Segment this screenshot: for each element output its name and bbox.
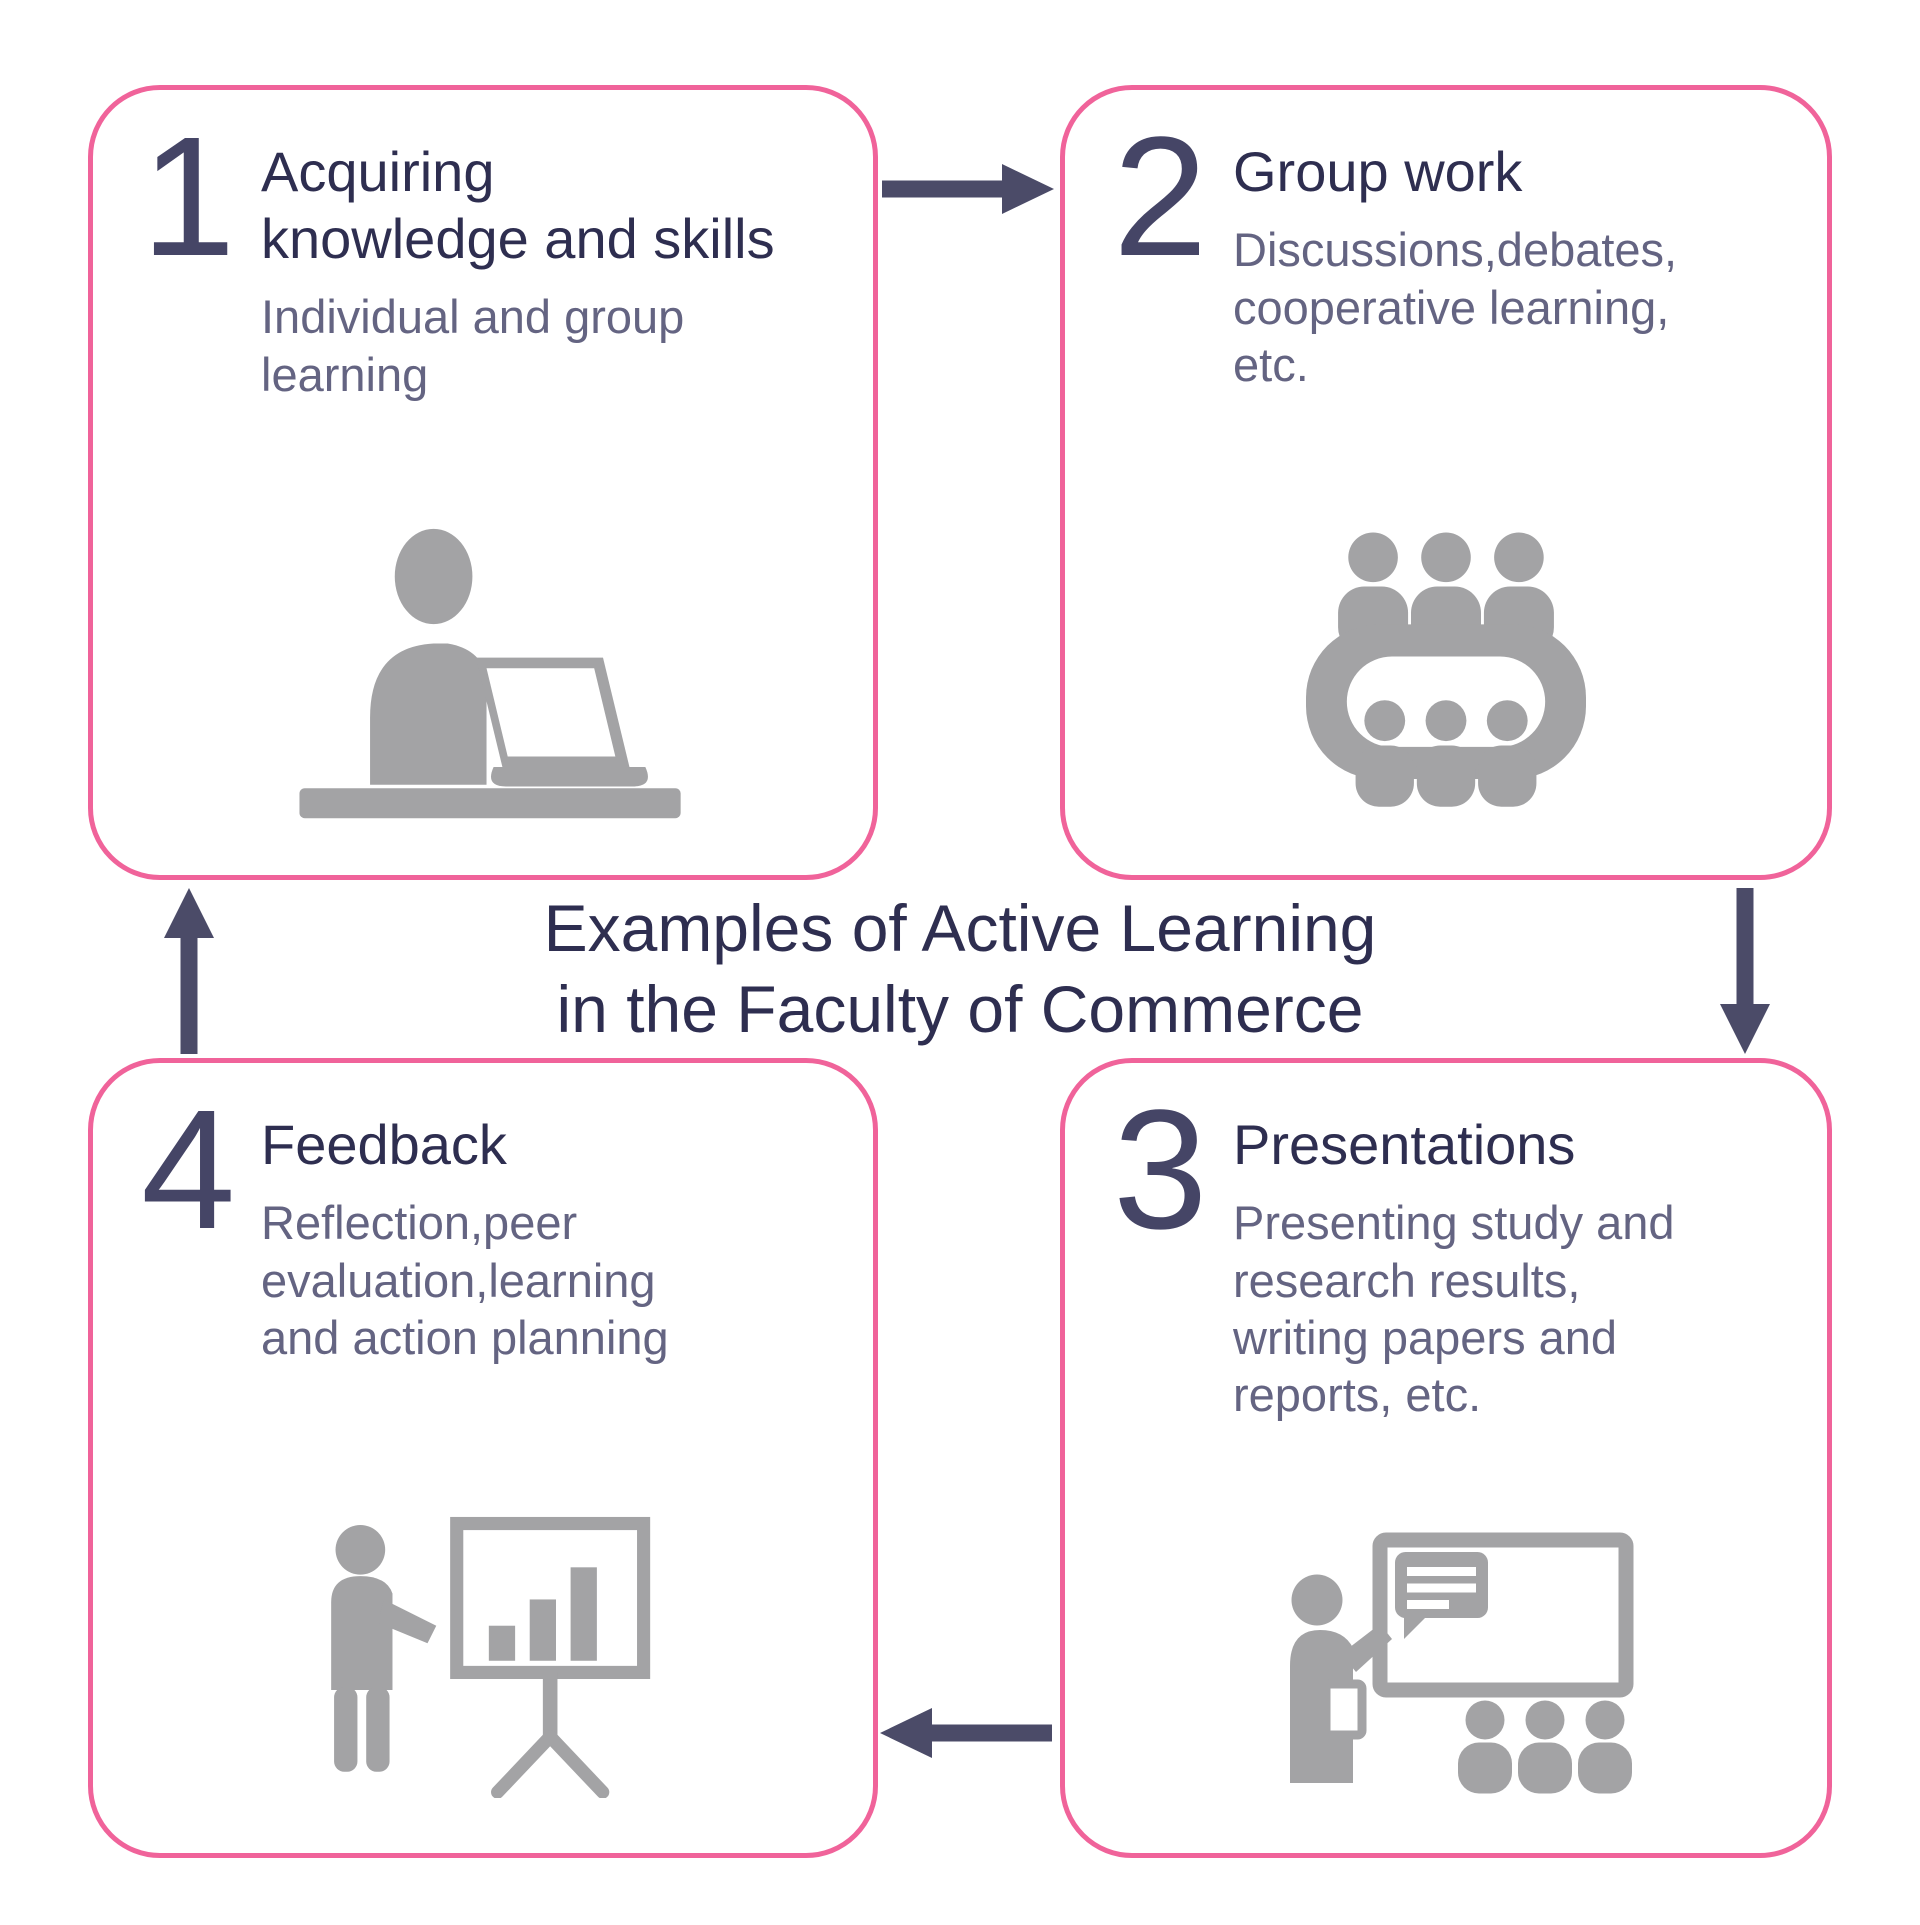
step-2-heading: Group work xyxy=(1233,140,1523,203)
diagram-title: Examples of Active Learning in the Facul… xyxy=(0,888,1920,1049)
presenter-screen-icon xyxy=(1065,1528,1827,1798)
arrow-step4-to-step1 xyxy=(158,888,220,1054)
arrow-step1-to-step2 xyxy=(882,158,1054,220)
step-1-description: Individual and group learning xyxy=(261,290,685,401)
step-number-1: 1 xyxy=(141,102,236,292)
arrow-step3-to-step4 xyxy=(880,1702,1052,1764)
diagram-title-line2: in the Faculty of Commerce xyxy=(556,971,1364,1046)
step-number-2: 2 xyxy=(1113,102,1208,292)
step-box-4-feedback: 4 Feedback Reflection,peer evaluation,le… xyxy=(88,1058,878,1858)
step-2-description: Discussions,debates, cooperative learnin… xyxy=(1233,223,1678,391)
step-box-1-acquiring-knowledge: 1 Acquiring knowledge and skills Individ… xyxy=(88,85,878,880)
step-4-description: Reflection,peer evaluation,learning and … xyxy=(261,1196,669,1364)
presenter-chart-icon xyxy=(93,1506,873,1798)
arrow-step2-to-step3 xyxy=(1714,888,1776,1054)
step-1-text: Acquiring knowledge and skills Individua… xyxy=(261,138,837,403)
step-2-text: Group work Discussions,debates, cooperat… xyxy=(1233,138,1791,393)
step-box-2-group-work: 2 Group work Discussions,debates, cooper… xyxy=(1060,85,1832,880)
step-number-4: 4 xyxy=(141,1075,236,1265)
diagram-title-line1: Examples of Active Learning xyxy=(543,891,1377,965)
person-laptop-icon xyxy=(93,520,873,820)
group-table-icon xyxy=(1065,528,1827,820)
step-3-heading: Presentations xyxy=(1233,1113,1576,1176)
step-1-heading: Acquiring knowledge and skills xyxy=(261,140,775,271)
step-3-description: Presenting study and research results, w… xyxy=(1233,1196,1675,1422)
step-box-3-presentations: 3 Presentations Presenting study and res… xyxy=(1060,1058,1832,1858)
step-4-text: Feedback Reflection,peer evaluation,lear… xyxy=(261,1111,837,1366)
step-4-heading: Feedback xyxy=(261,1113,507,1176)
step-3-text: Presentations Presenting study and resea… xyxy=(1233,1111,1791,1424)
step-number-3: 3 xyxy=(1113,1075,1208,1265)
